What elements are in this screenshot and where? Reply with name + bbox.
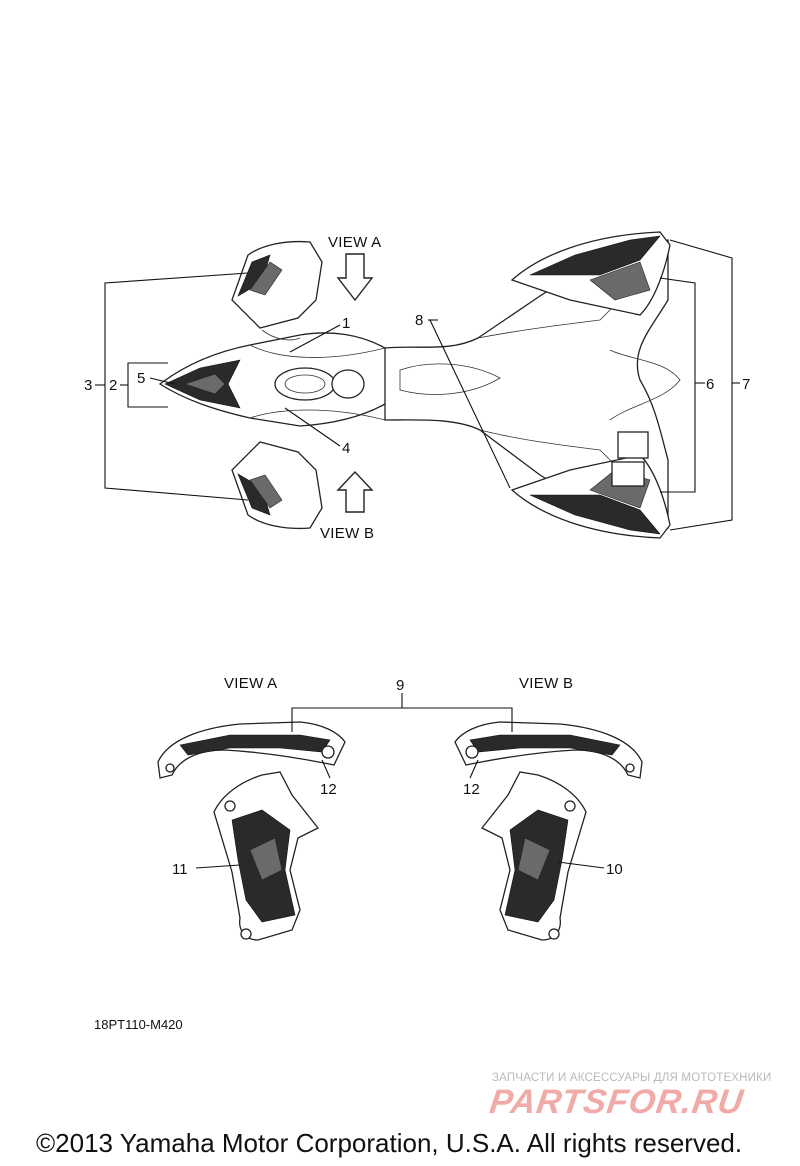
diagram-code: 18PT110-M420 <box>94 1017 183 1032</box>
view-b-label-top: VIEW B <box>320 525 374 542</box>
callout-1: 1 <box>342 315 350 332</box>
callout-10: 10 <box>606 861 623 878</box>
callout-lines-top <box>95 239 740 531</box>
rear-fender <box>384 231 681 539</box>
view-a-label-top: VIEW A <box>328 234 381 251</box>
right-shroud <box>480 771 587 941</box>
callout-7: 7 <box>742 376 750 393</box>
callout-lines-bottom <box>195 693 605 869</box>
watermark-logo: PARTSFOR.RU <box>487 1083 747 1121</box>
watermark-tagline: ЗАПЧАСТИ И АКСЕССУАРЫ ДЛЯ МОТОТЕХНИКИ <box>492 1072 772 1084</box>
view-b-arrow <box>336 470 374 513</box>
left-side-cover <box>157 721 346 779</box>
callout-9: 9 <box>396 677 404 694</box>
view-b-label-bottom: VIEW B <box>519 675 573 692</box>
view-a-arrow <box>336 253 374 302</box>
view-a-label-bottom: VIEW A <box>224 675 277 692</box>
copyright-notice: ©2013 Yamaha Motor Corporation, U.S.A. A… <box>36 1128 743 1158</box>
left-shroud <box>213 771 320 941</box>
callout-5: 5 <box>137 370 145 387</box>
callout-12-left: 12 <box>320 781 337 798</box>
callout-4: 4 <box>342 440 350 457</box>
callout-6: 6 <box>706 376 714 393</box>
callout-2: 2 <box>109 377 117 394</box>
callout-12-right: 12 <box>463 781 480 798</box>
callout-3: 3 <box>84 377 92 394</box>
callout-8: 8 <box>415 312 423 329</box>
front-fender <box>158 240 403 530</box>
callout-11: 11 <box>172 861 188 878</box>
right-side-cover <box>454 721 643 779</box>
